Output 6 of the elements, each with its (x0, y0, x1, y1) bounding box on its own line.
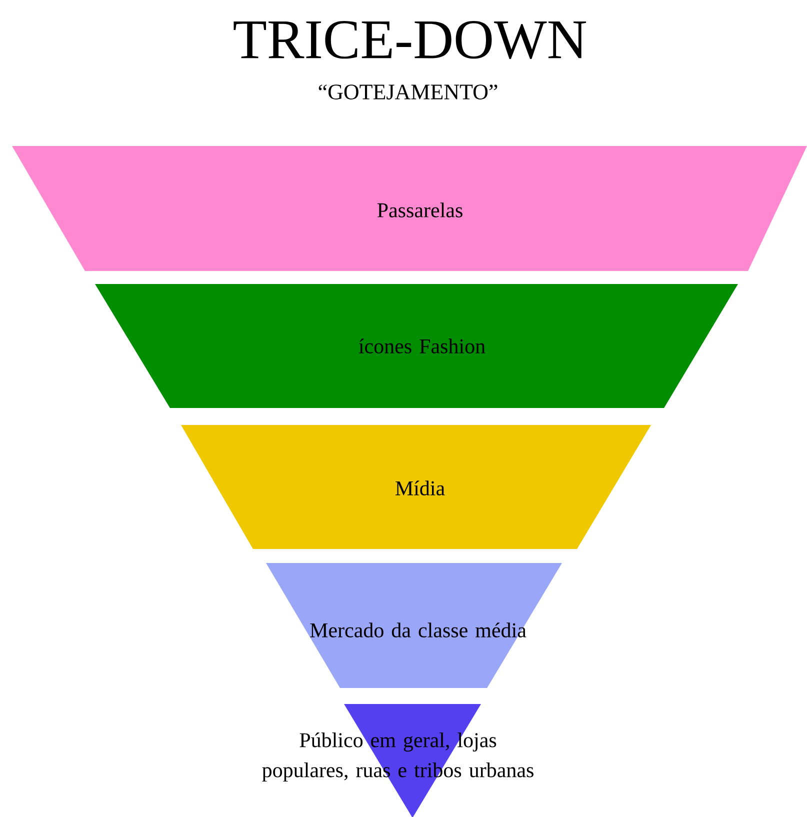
funnel-layer: Mídia (181, 425, 651, 549)
funnel-layer: Mercado da classe média (266, 563, 562, 688)
funnel-layer: Passarelas (12, 146, 807, 271)
subtitle: “GOTEJAMENTO” (318, 84, 498, 100)
funnel-layer: ícones Fashion (95, 284, 738, 408)
title: TRICE-DOWN (234, 21, 586, 59)
